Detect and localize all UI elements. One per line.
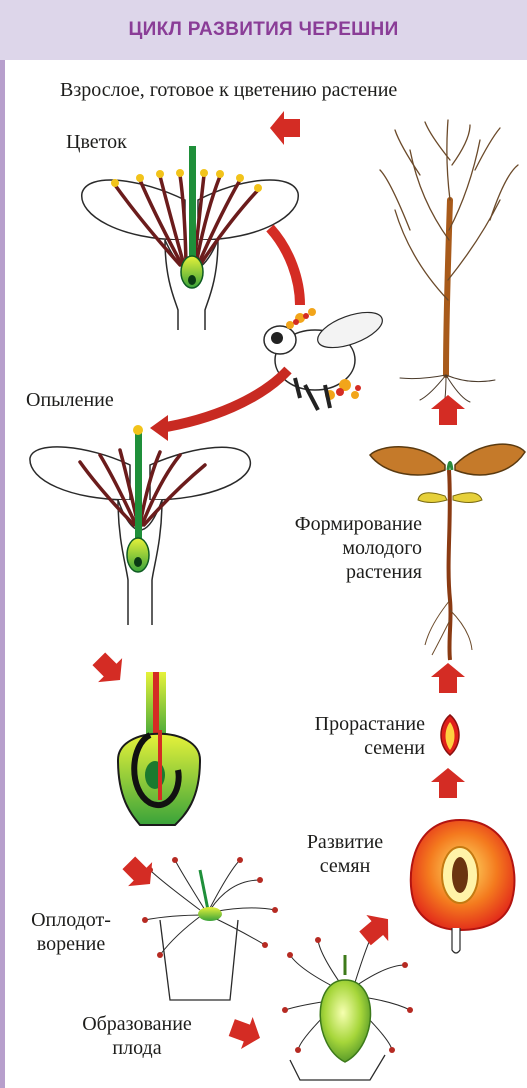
arrow-to-cherry	[354, 906, 399, 951]
bee-illustration	[264, 305, 387, 410]
ovary-cross-section	[118, 672, 200, 825]
label-young-plant-formation: Формирование молодого растения	[252, 512, 422, 584]
label-seed-germination: Прорастание семени	[270, 712, 425, 760]
arrow-seedling-to-tree	[431, 395, 465, 425]
arrow-to-flower	[270, 111, 300, 145]
label-fertilization: Оплодот- ворение	[16, 908, 126, 956]
germinating-seed-illustration	[441, 715, 459, 755]
arrow-to-ovary	[87, 647, 132, 692]
developing-fruit-illustration	[282, 932, 413, 1080]
tree-illustration	[380, 120, 518, 405]
pollinated-flower-illustration	[30, 425, 250, 625]
arrow-seed-to-seedling	[431, 663, 465, 693]
label-adult-plant: Взрослое, готовое к цветению растение	[60, 78, 397, 102]
arrow-to-fruit	[226, 1012, 266, 1054]
cherry-cross-section-illustration	[411, 820, 515, 953]
label-pollination: Опыление	[26, 388, 114, 412]
label-seed-development: Развитие семян	[290, 830, 400, 878]
label-fruit-formation: Образование плода	[62, 1012, 212, 1060]
label-flower: Цветок	[66, 130, 127, 154]
fertilized-flower-illustration	[142, 857, 278, 1000]
arrow-to-fertilization	[117, 851, 162, 896]
arrow-cherry-to-seed	[431, 768, 465, 798]
flower-illustration	[82, 146, 299, 330]
